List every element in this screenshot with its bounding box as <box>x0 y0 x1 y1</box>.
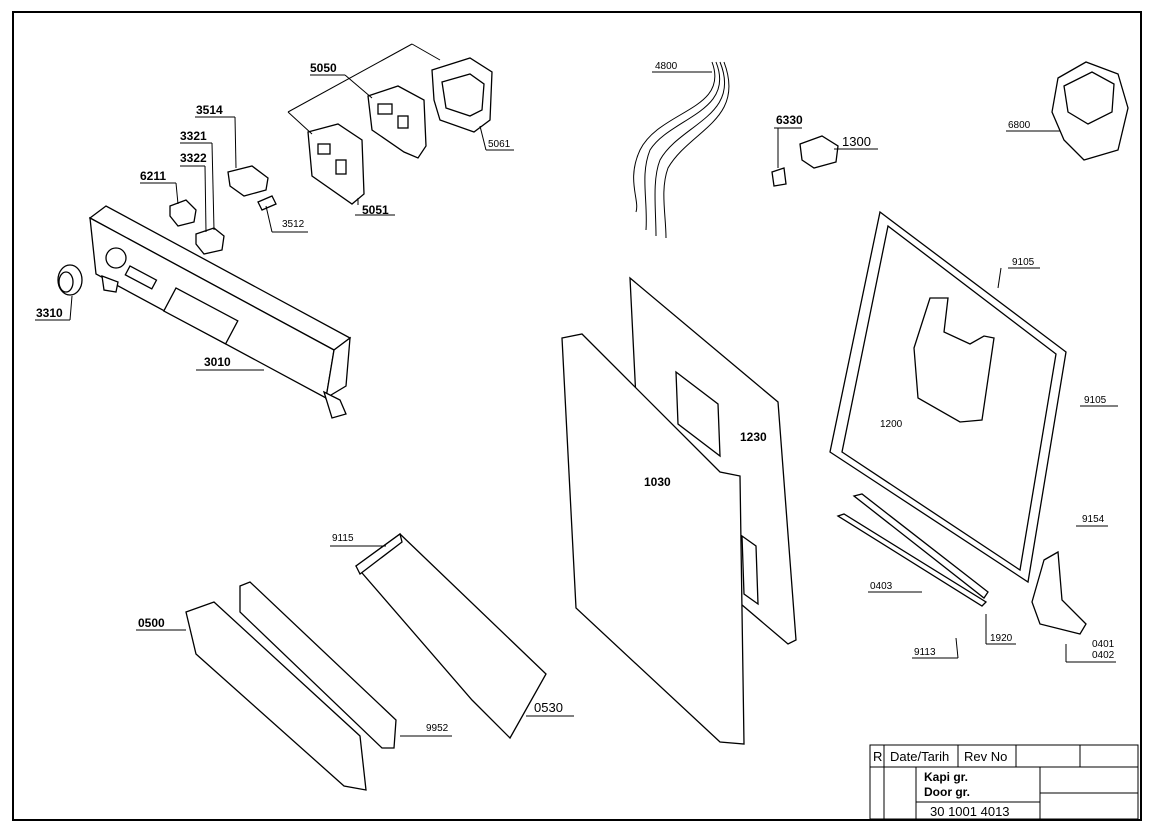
door-panels <box>561 276 797 745</box>
label-6330: 6330 <box>776 113 803 127</box>
label-0401: 0401 <box>1092 639 1115 650</box>
label-4800: 4800 <box>655 61 678 72</box>
title-block-name-en: Door gr. <box>924 785 970 799</box>
part-0403-strip <box>836 513 988 607</box>
label-3512: 3512 <box>282 219 305 230</box>
inner-door-1200 <box>829 210 1118 584</box>
label-0402: 0402 <box>1092 650 1115 661</box>
label-3514: 3514 <box>196 103 223 117</box>
title-block-number: 30 1001 4013 <box>930 804 1010 819</box>
part-1300 <box>799 135 839 169</box>
label-5050: 5050 <box>310 61 337 75</box>
part-labels: 5050 5061 5051 3514 3321 3322 6211 3512 … <box>36 61 1115 734</box>
door-1030 <box>561 333 745 745</box>
detergent-parts <box>771 61 1129 187</box>
part-0500-plinth <box>185 601 367 791</box>
label-9952: 9952 <box>426 723 449 734</box>
part-6330 <box>771 167 787 187</box>
label-5061: 5061 <box>488 139 511 150</box>
label-0530: 0530 <box>534 700 563 715</box>
label-1230: 1230 <box>740 430 767 444</box>
part-3512 <box>257 195 277 211</box>
lower-parts <box>136 493 1116 791</box>
part-5050-board <box>367 85 427 159</box>
label-1920: 1920 <box>990 633 1013 644</box>
part-6211 <box>169 199 197 227</box>
cable-harness-4800 <box>633 61 730 239</box>
label-1030: 1030 <box>644 475 671 489</box>
label-9105-top: 9105 <box>1012 257 1035 268</box>
label-0500: 0500 <box>138 616 165 630</box>
label-3322: 3322 <box>180 151 207 165</box>
control-small-parts <box>140 116 308 255</box>
part-9952-strip <box>239 581 397 749</box>
part-3322 <box>195 227 225 255</box>
part-0530-bracket <box>355 533 547 740</box>
title-block: R Date/Tarih Rev No Kapi gr. Door gr. 30… <box>869 744 1139 820</box>
title-block-date: Date/Tarih <box>890 749 949 764</box>
label-3310: 3310 <box>36 306 63 320</box>
electronic-boards <box>287 43 514 216</box>
control-panel-3010 <box>88 205 352 419</box>
label-1200: 1200 <box>880 419 903 430</box>
part-3514 <box>227 165 269 197</box>
label-0403: 0403 <box>870 581 893 592</box>
label-9113: 9113 <box>914 647 936 658</box>
label-9105-right: 9105 <box>1084 395 1107 406</box>
sheet-border <box>12 11 1142 821</box>
hinge-0401 <box>1031 550 1087 635</box>
label-9115: 9115 <box>332 533 354 544</box>
part-1920-strip <box>852 493 989 599</box>
label-6800: 6800 <box>1008 120 1031 131</box>
label-1300: 1300 <box>842 134 871 149</box>
title-block-rev: Rev No <box>964 749 1007 764</box>
label-5051: 5051 <box>362 203 389 217</box>
knob-3310 <box>35 264 83 321</box>
label-3321: 3321 <box>180 129 207 143</box>
title-block-r: R <box>873 749 882 764</box>
label-9154: 9154 <box>1082 514 1105 525</box>
label-3010: 3010 <box>204 355 231 369</box>
title-block-name-tr: Kapi gr. <box>924 770 968 784</box>
label-6211: 6211 <box>140 169 166 183</box>
